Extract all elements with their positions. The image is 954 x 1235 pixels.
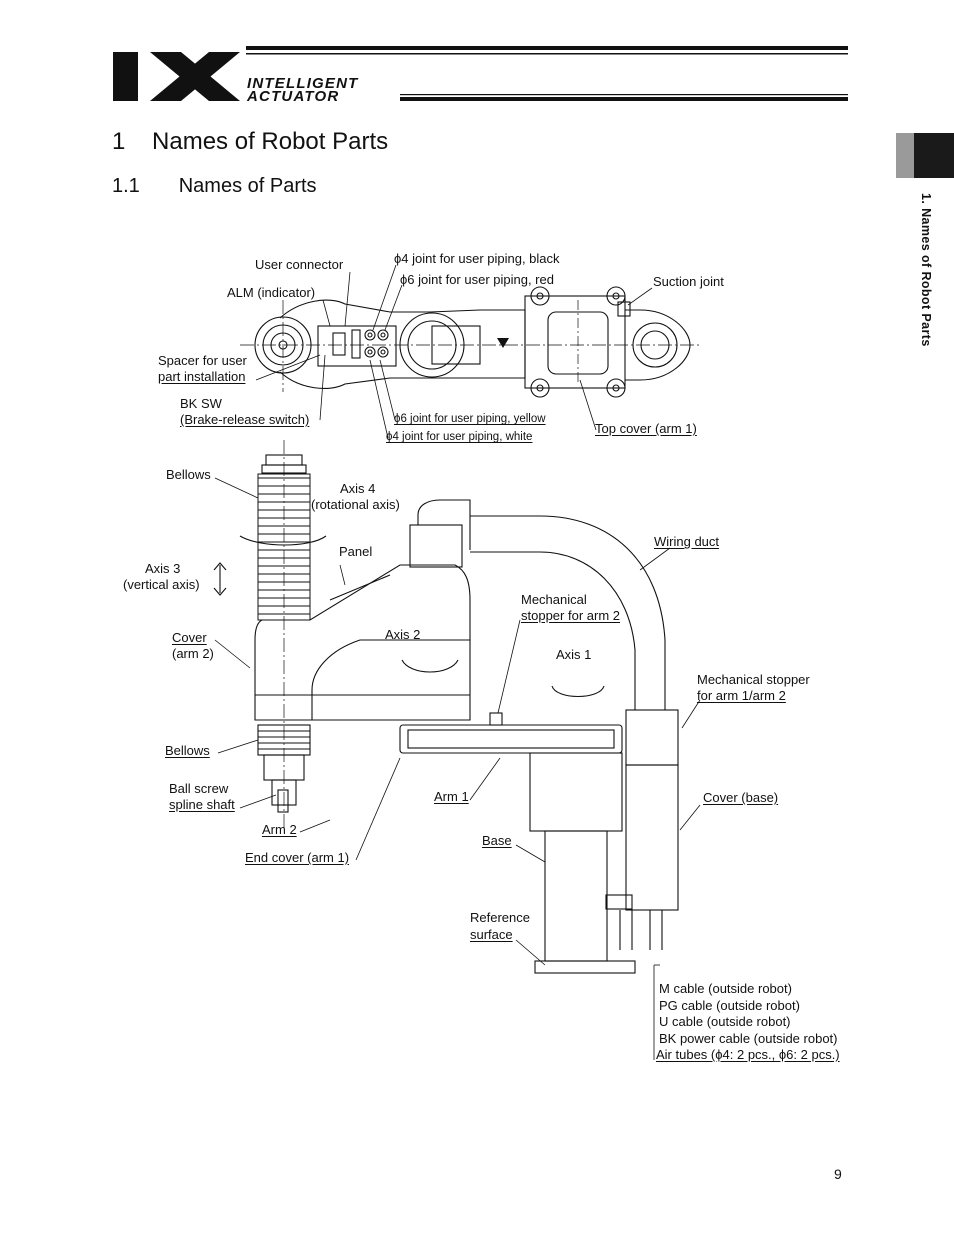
- label-mech-stopper-arm2-line2: stopper for arm 2: [521, 608, 620, 623]
- cable-item: PG cable (outside robot): [659, 997, 800, 1013]
- label-spacer-line2: part installation: [158, 369, 246, 384]
- label-phi4-white: ϕ4 joint for user piping, white: [386, 431, 533, 443]
- label-bellows-top: Bellows: [166, 467, 211, 482]
- label-cover-arm2-line1: Cover: [172, 630, 207, 645]
- chapter-title-text: Names of Robot Parts: [152, 128, 389, 155]
- side-tab-text: 1. Names of Robot Parts: [919, 193, 933, 347]
- label-bk-sw-line1: BK SW: [180, 396, 222, 411]
- label-axis4-line1: Axis 4: [340, 481, 376, 496]
- label-alm-indicator: ALM (indicator): [227, 285, 316, 300]
- side-tab-dark: [914, 133, 954, 178]
- label-ball-screw-line2: spline shaft: [169, 797, 235, 812]
- label-axis1: Axis 1: [556, 647, 592, 662]
- logo-text: INTELLIGENT ACTUATOR: [247, 75, 359, 105]
- label-axis4-line2: (rotational axis): [311, 497, 400, 512]
- logo-line-2: ACTUATOR: [247, 88, 340, 105]
- label-spacer-line1: Spacer for user: [158, 353, 247, 368]
- label-suction-joint: Suction joint: [653, 274, 724, 289]
- chapter-title: 1 Names of Robot Parts: [112, 128, 388, 156]
- label-cover-base: Cover (base): [703, 790, 779, 805]
- top-view: [240, 286, 700, 398]
- label-bellows-bottom: Bellows: [165, 743, 210, 758]
- side-tab: [896, 133, 954, 178]
- label-panel: Panel: [339, 544, 373, 559]
- label-reference-line2: surface: [470, 927, 513, 942]
- label-cover-arm2-line2: (arm 2): [172, 646, 214, 661]
- chapter-number: 1: [112, 128, 126, 155]
- label-end-cover: End cover (arm 1): [245, 850, 350, 865]
- page-number: 9: [834, 1166, 842, 1182]
- label-phi4-black: ϕ4 joint for user piping, black: [394, 251, 560, 266]
- label-user-connector: User connector: [255, 257, 344, 272]
- label-phi6-yellow: ϕ6 joint for user piping, yellow: [394, 413, 546, 425]
- label-mech-stopper-arm12-line1: Mechanical stopper: [697, 672, 810, 687]
- cable-item: BK power cable (outside robot): [659, 1030, 838, 1046]
- label-phi6-red: ϕ6 joint for user piping, red: [400, 272, 554, 287]
- cable-item: U cable (outside robot): [659, 1014, 791, 1029]
- side-view: [213, 264, 701, 1060]
- label-mech-stopper-arm12-line2: for arm 1/arm 2: [697, 688, 786, 703]
- logo-line-1: INTELLIGENT: [247, 75, 359, 92]
- label-axis3-line2: (vertical axis): [123, 577, 200, 592]
- label-axis2: Axis 2: [385, 627, 421, 642]
- label-reference-line1: Reference: [470, 910, 530, 925]
- label-arm2: Arm 2: [262, 822, 297, 837]
- cable-item: M cable (outside robot): [659, 981, 792, 996]
- label-base: Base: [482, 833, 512, 848]
- label-axis3-line1: Axis 3: [145, 561, 181, 576]
- side-tab-gray: [896, 133, 918, 178]
- cable-item: Air tubes (ϕ4: 2 pcs., ϕ6: 2 pcs.): [656, 1047, 840, 1062]
- label-top-cover: Top cover (arm 1): [595, 421, 697, 436]
- logo-mark: [113, 46, 848, 101]
- label-arm1: Arm 1: [434, 789, 469, 804]
- section-title-text: Names of Parts: [178, 175, 317, 197]
- label-mech-stopper-arm2-line1: Mechanical: [521, 592, 587, 607]
- cable-list: M cable (outside robot) PG cable (outsid…: [656, 981, 840, 1064]
- section-number: 1.1: [112, 175, 140, 197]
- label-bk-sw-line2: (Brake-release switch): [180, 412, 310, 427]
- section-title: 1.1 Names of Parts: [112, 175, 317, 198]
- label-ball-screw-line1: Ball screw: [169, 781, 229, 796]
- label-wiring-duct: Wiring duct: [654, 534, 720, 549]
